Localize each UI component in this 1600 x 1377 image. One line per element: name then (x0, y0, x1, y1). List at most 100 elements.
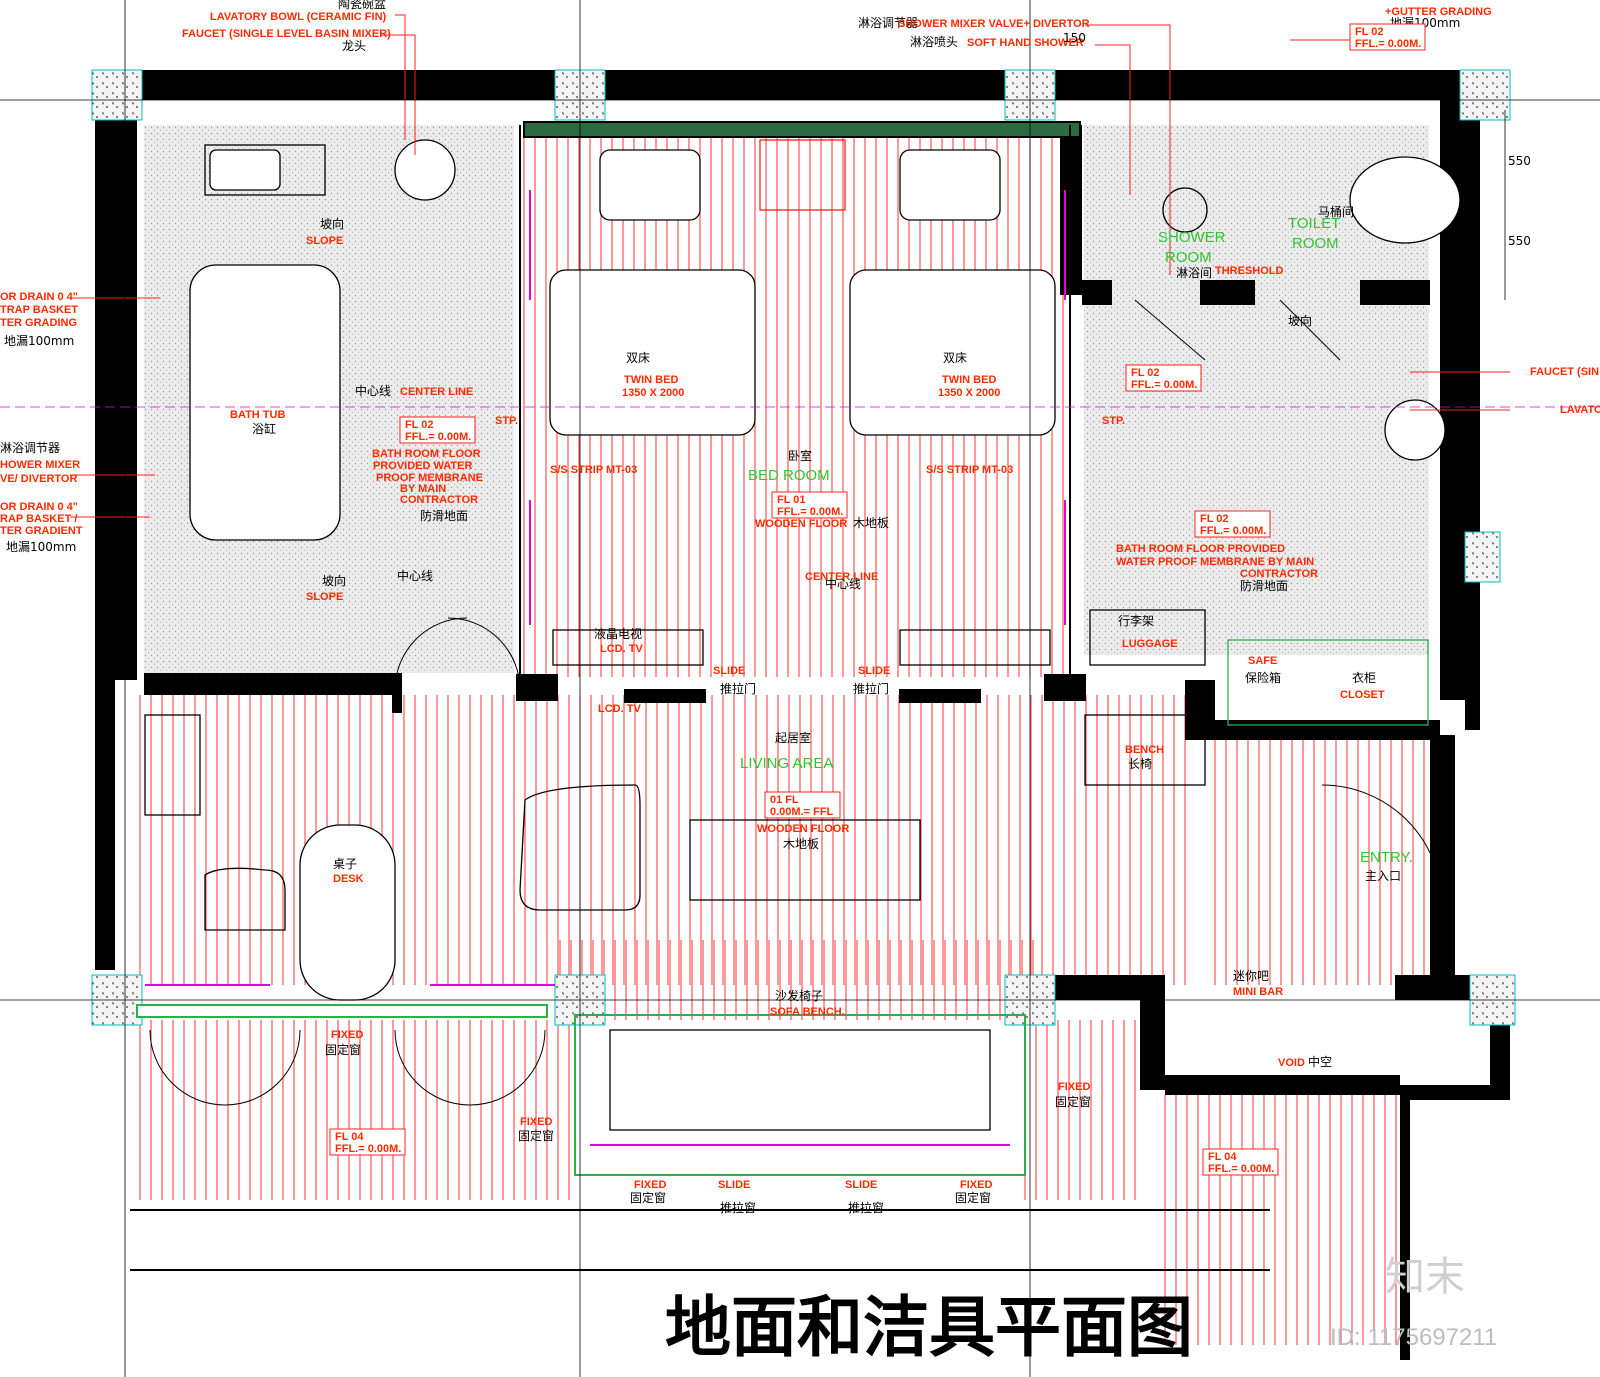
wash-basin-left (209, 149, 281, 191)
label-lr4: 550 (1508, 234, 1531, 248)
lounge-chair (519, 784, 641, 911)
floor-tag-level: FFL.= 0.00M. (1355, 38, 1421, 50)
label-r67: 迷你吧 (1233, 969, 1269, 983)
label-r75: FIXED (520, 1116, 552, 1128)
floor-tag-box (1202, 1148, 1279, 1176)
label-r64: 长椅 (1128, 757, 1152, 771)
label-r22: 卧室 (788, 448, 812, 463)
label-r47: 马桶间 (1318, 204, 1354, 219)
label-l11: +GUTTER GRADING (1385, 6, 1492, 18)
label-r85: FIXED (960, 1179, 992, 1191)
floor-tag-level: FFL.= 0.00M. (1200, 525, 1266, 537)
label-r30: 液晶电视 (594, 626, 642, 641)
label-r32: SLIDE (713, 665, 745, 677)
watermark-id: ID: 1175697211 (1330, 1324, 1497, 1351)
label-r1: 坡向 (320, 216, 344, 231)
lavatory-bowl-right (1384, 399, 1446, 461)
label-r37: 起居室 (775, 730, 811, 745)
label-l1: 陶瓷碗盆 (338, 0, 386, 11)
label-r52: STP. (1102, 415, 1125, 427)
label-r28: 中心线 (825, 576, 861, 591)
label-r69: VOID (1278, 1057, 1305, 1069)
label-r46: ROOM (1292, 235, 1339, 252)
vanity-counter (204, 144, 326, 196)
label-r48: 淋浴间 (1176, 266, 1212, 280)
label-ll7: VE/ DIVERTOR (0, 473, 77, 485)
label-ll6: HOWER MIXER (0, 459, 80, 471)
twin-bed-right (849, 269, 1056, 436)
floor-tag-box (1194, 510, 1271, 538)
label-l5: 淋浴调节器 (858, 16, 918, 30)
label-r20: TWIN BED (942, 374, 996, 386)
label-r68: MINI BAR (1233, 986, 1283, 998)
partitions (130, 121, 1270, 1271)
coffee-table (689, 819, 921, 901)
floor-tag-code: FL 04 (335, 1131, 364, 1143)
floor-tag-level: FFL.= 0.00M. (1208, 1163, 1274, 1175)
label-l9: 150 (1063, 31, 1086, 45)
label-r26: WOODEN FLOOR (755, 518, 847, 530)
label-r23: BED ROOM (748, 467, 830, 484)
floor-tag-level: FFL.= 0.00M. (777, 506, 843, 518)
drawing-title: 地面和洁具平面图 (665, 1289, 1193, 1366)
label-r82: 推拉窗 (720, 1200, 756, 1215)
label-r56: 防滑地面 (1240, 578, 1288, 593)
floor-finish-tag: 01 FL0.00M.= FFL (764, 791, 841, 819)
label-r51: STP. (495, 415, 518, 427)
label-r2: SLOPE (306, 235, 343, 247)
label-r39: WOODEN FLOOR (757, 823, 849, 835)
label-r6: CENTER LINE (400, 386, 473, 398)
label-r15: SLOPE (306, 591, 343, 603)
label-r60: 保险箱 (1245, 670, 1281, 685)
label-r17: TWIN BED (624, 374, 678, 386)
label-r44: ROOM (1165, 249, 1212, 266)
floor-tag-code: FL 01 (777, 494, 806, 506)
label-r62: CLOSET (1340, 689, 1385, 701)
label-ll2: TRAP BASKET (0, 304, 78, 316)
label-r78: 固定窗 (1055, 1094, 1091, 1109)
label-r40: 木地板 (783, 837, 819, 851)
label-r49: THRESHOLD (1215, 265, 1284, 277)
label-r41: 桌子 (333, 857, 357, 871)
label-r12: 防滑地面 (420, 508, 468, 523)
closet (1227, 639, 1429, 726)
label-ll11: 地漏100mm (6, 540, 76, 554)
label-r35: 推拉门 (853, 681, 889, 696)
label-l4: 龙头 (342, 39, 366, 53)
label-ll8: OR DRAIN 0 4" (0, 501, 78, 513)
label-r25: S/S STRIP MT-03 (926, 464, 1013, 476)
bed-rear-panel (759, 139, 846, 211)
desk (299, 824, 396, 1001)
label-l6: SHOWER MIXER VALVE+ DIVERTOR (898, 18, 1090, 30)
floor-tag-level: 0.00M.= FFL (770, 806, 834, 818)
label-r76: 固定窗 (518, 1128, 554, 1143)
label-r59: SAFE (1248, 655, 1277, 667)
label-l2: LAVATORY BOWL (CERAMIC FIN) (210, 11, 387, 23)
luggage-rack (1089, 609, 1206, 666)
label-l8: SOFT HAND SHOWER (967, 37, 1084, 49)
leader-lines (70, 14, 1510, 518)
label-r21: 1350 X 2000 (938, 387, 1000, 399)
label-r19: 双床 (943, 351, 967, 365)
label-r38: LIVING AREA (740, 755, 833, 772)
label-r34: SLIDE (858, 665, 890, 677)
label-r61: 衣柜 (1352, 670, 1376, 685)
label-r50: 坡向 (1288, 313, 1312, 328)
label-r33: 推拉门 (720, 681, 756, 696)
tv-cabinet-left (552, 629, 704, 666)
floor-tag-code: FL 04 (1208, 1151, 1237, 1163)
label-r9: PROOF MEMBRANE (376, 472, 483, 484)
label-lr2: LAVATO (1560, 404, 1600, 416)
floor-tag-level: FFL.= 0.00M. (335, 1143, 401, 1155)
label-r45: TOILET (1288, 215, 1340, 232)
label-r29: CENTER LINE (805, 571, 878, 583)
label-r83: SLIDE (845, 1179, 877, 1191)
label-r24: S/S STRIP MT-03 (550, 464, 637, 476)
label-r13: 坡向 (322, 573, 346, 588)
label-r58: LUGGAGE (1122, 638, 1178, 650)
